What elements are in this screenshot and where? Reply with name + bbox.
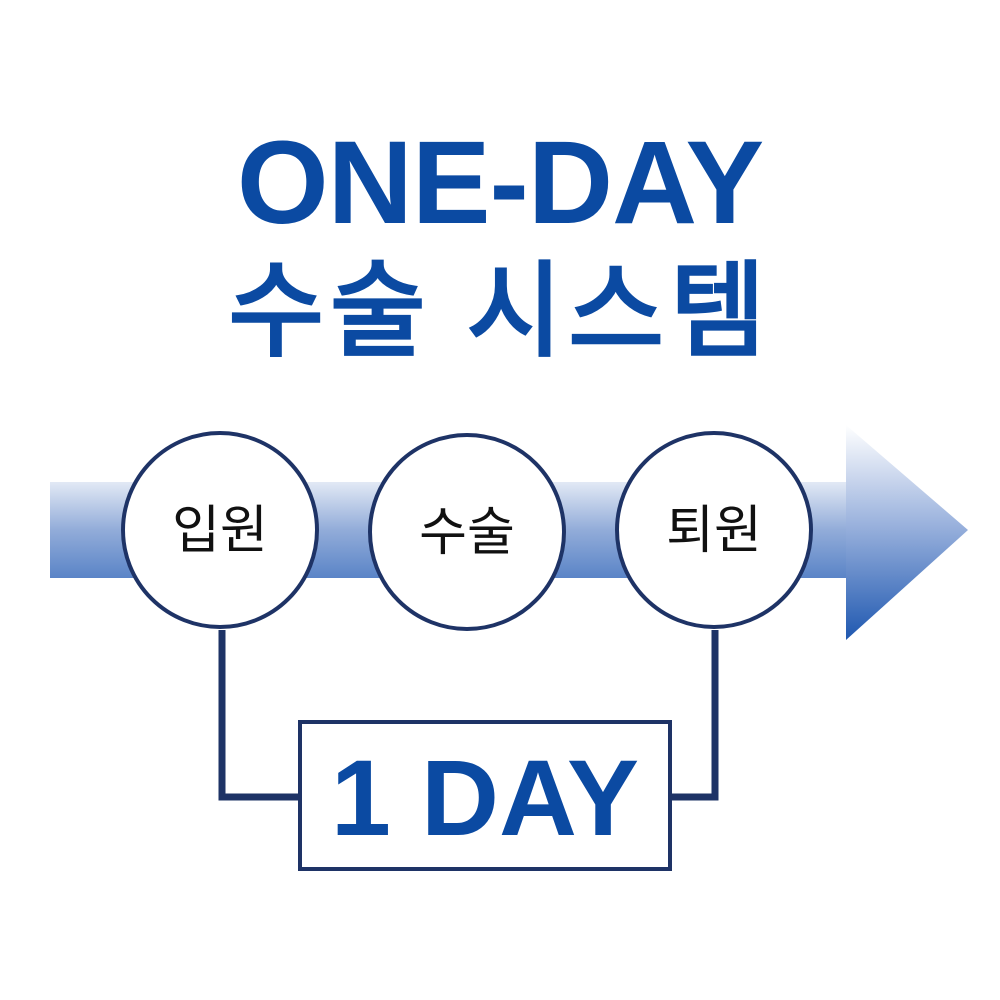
- duration-label: 1 DAY: [331, 737, 639, 858]
- connector-lines: [218, 630, 719, 801]
- duration-box: 1 DAY: [298, 720, 672, 871]
- connector-right: [670, 630, 719, 801]
- step-label-admission: 입원: [172, 501, 268, 561]
- connector-left: [218, 630, 302, 801]
- arrow-head: [846, 425, 968, 640]
- step-label-surgery: 수술: [419, 503, 515, 563]
- title-korean: 수술 시스템: [228, 254, 772, 370]
- step-circle: 퇴원: [615, 431, 813, 629]
- step-circle: 수술: [368, 433, 566, 631]
- step-label-discharge: 퇴원: [666, 501, 762, 561]
- title-english: ONE-DAY: [236, 117, 764, 249]
- step-circle: 입원: [121, 431, 319, 629]
